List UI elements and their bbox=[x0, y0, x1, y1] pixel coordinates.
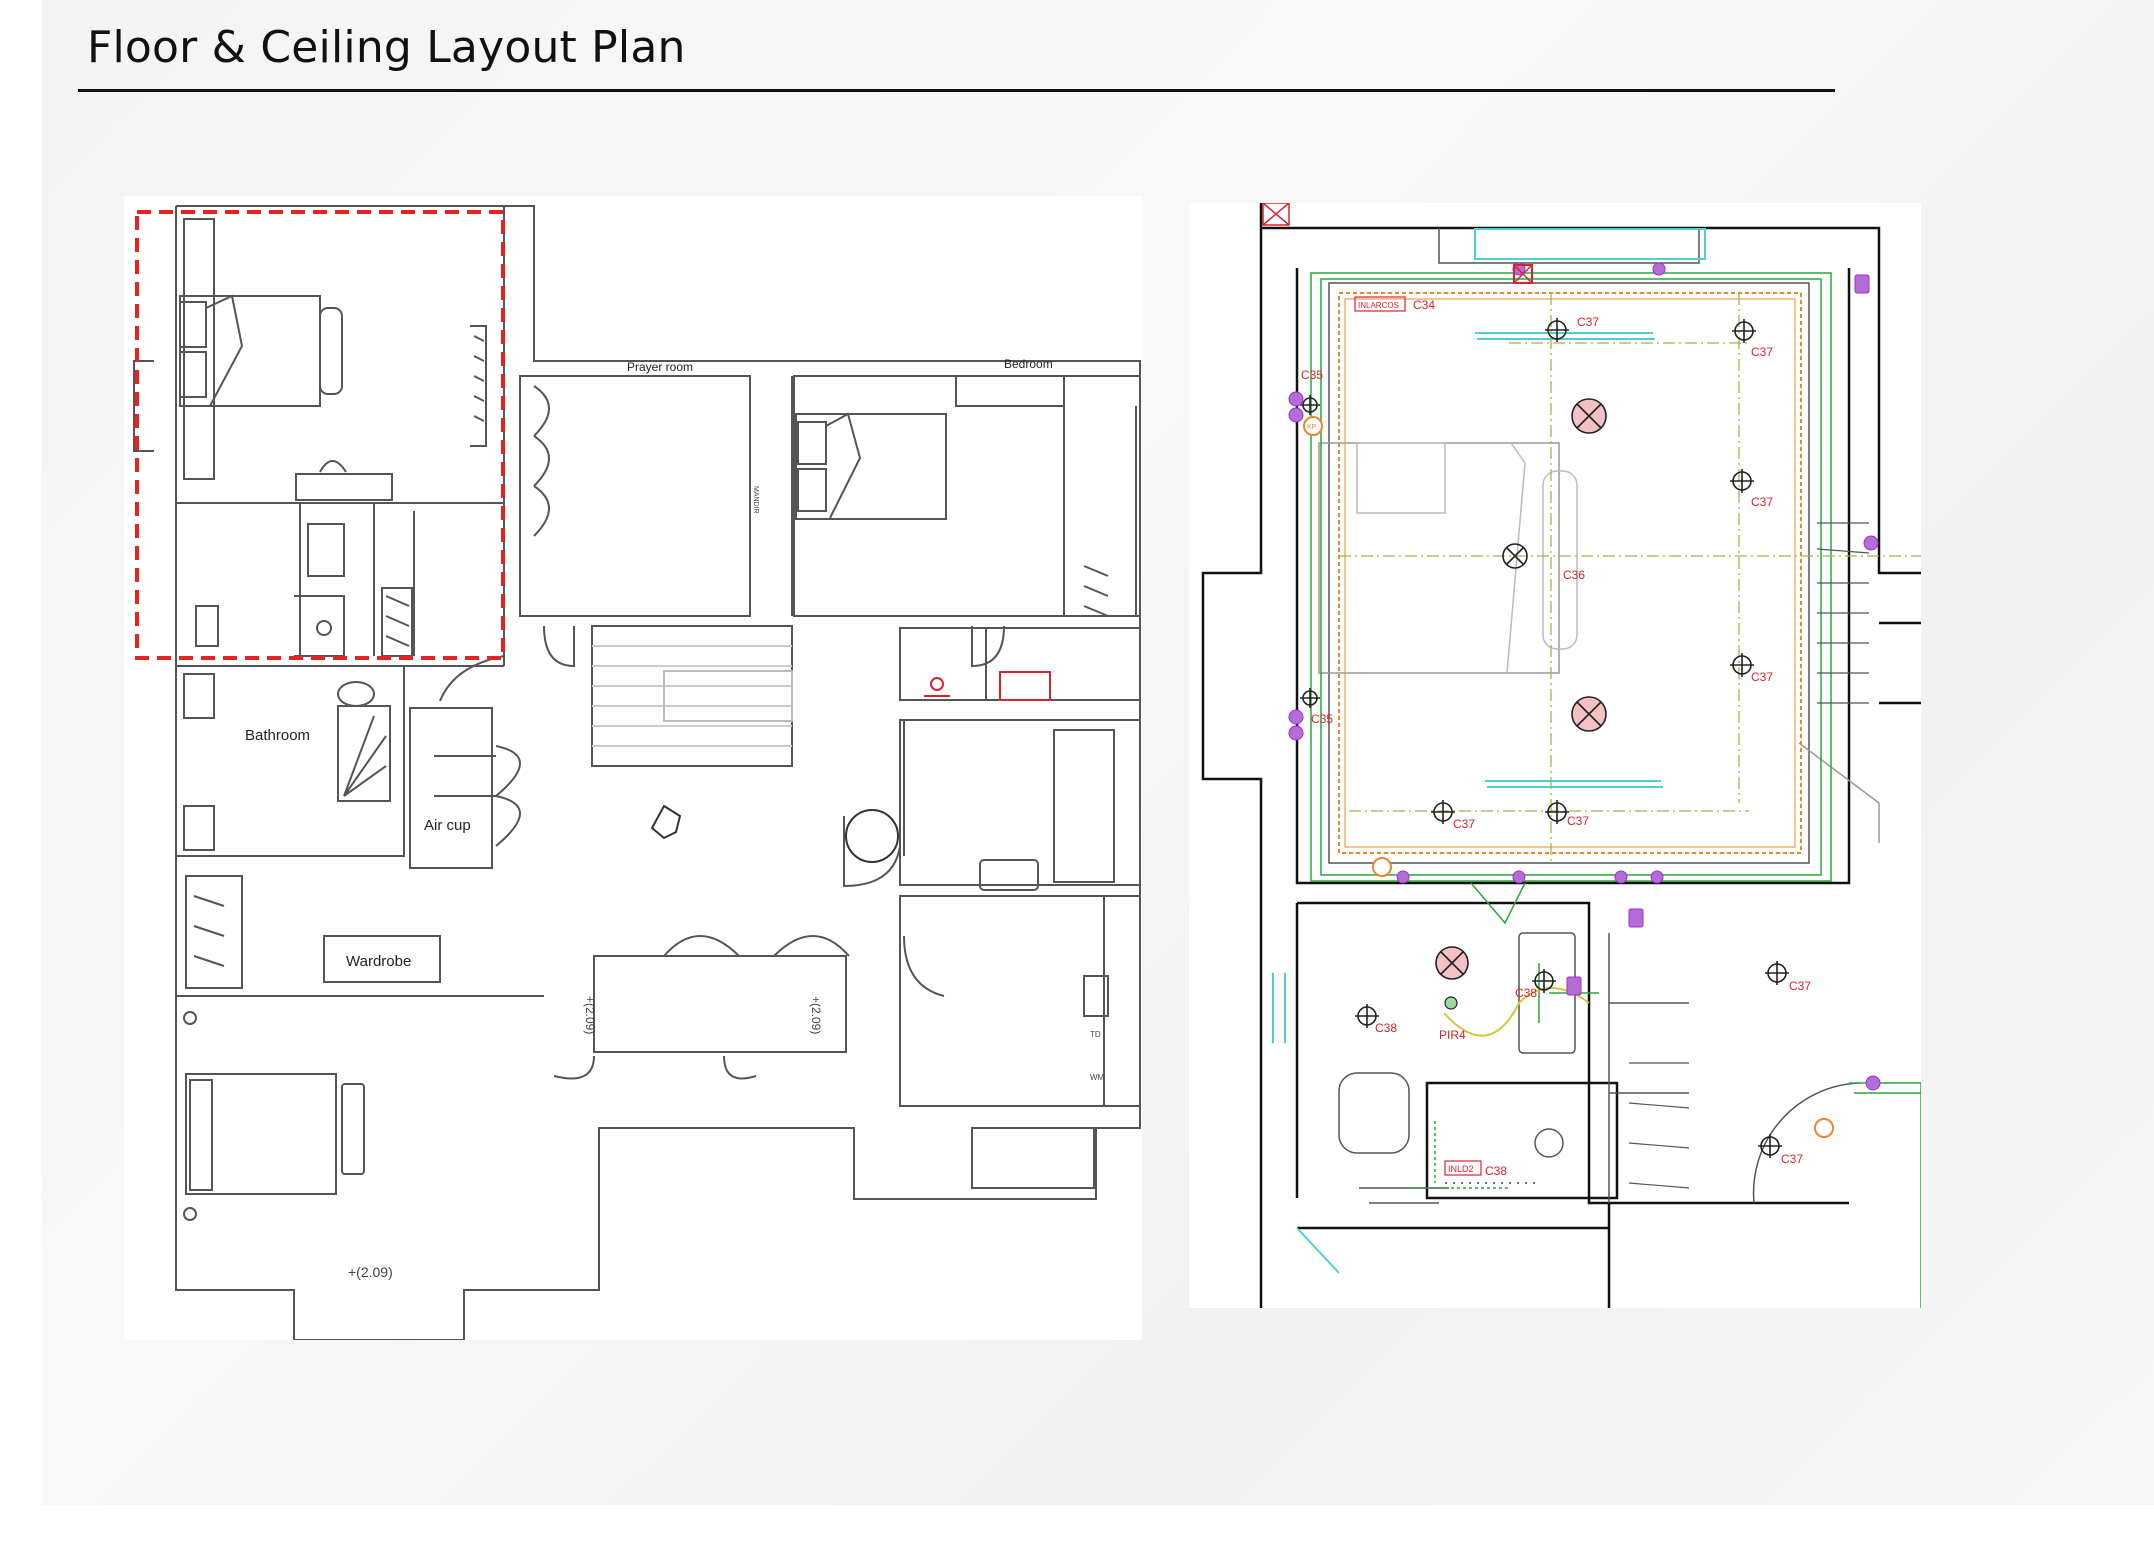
label-c37-f: C37 bbox=[1567, 814, 1589, 828]
label-c37-d: C37 bbox=[1751, 670, 1773, 684]
label-level-bottom: +(2.09) bbox=[348, 1264, 393, 1280]
label-c38-b: C38 bbox=[1515, 986, 1537, 1000]
label-pir4: PIR4 bbox=[1439, 1028, 1466, 1042]
label-c36: C36 bbox=[1563, 568, 1585, 582]
label-c37-b: C37 bbox=[1751, 345, 1773, 359]
label-wardrobe: Wardrobe bbox=[346, 953, 411, 970]
floor-plan-panel: Prayer room Bedroom Bathroom Air cup War… bbox=[124, 196, 1142, 1340]
label-inld2: INLD2 bbox=[1448, 1164, 1474, 1174]
label-c37-h: C37 bbox=[1781, 1152, 1803, 1166]
title-rule bbox=[78, 89, 1835, 92]
ceiling-plan-drawing: KP INLARCOS C34 C35 C35 C36 C37 C37 C37 … bbox=[1201, 203, 1921, 1308]
label-wm: WM bbox=[1090, 1073, 1105, 1082]
label-air-cup: Air cup bbox=[424, 817, 471, 834]
label-inlarcos: INLARCOS bbox=[1358, 301, 1399, 310]
ceiling-plan-panel: KP INLARCOS C34 C35 C35 C36 C37 C37 C37 … bbox=[1189, 203, 1921, 1308]
floor-plan-drawing: Prayer room Bedroom Bathroom Air cup War… bbox=[133, 205, 1141, 1340]
label-c37-c: C37 bbox=[1751, 495, 1773, 509]
label-c35-top: C35 bbox=[1301, 368, 1323, 382]
label-kp: KP bbox=[1307, 424, 1317, 431]
label-level-left: +(2.09) bbox=[583, 996, 597, 1034]
label-c37-g: C37 bbox=[1789, 979, 1811, 993]
label-c38-a: C38 bbox=[1375, 1021, 1397, 1035]
label-bedroom: Bedroom bbox=[1004, 357, 1053, 371]
page-title: Floor & Ceiling Layout Plan bbox=[87, 22, 686, 73]
label-td: TD bbox=[1090, 1030, 1101, 1039]
label-mandir: MANDIR bbox=[752, 486, 759, 514]
label-c37-a: C37 bbox=[1577, 315, 1599, 329]
label-level-right: +(2.09) bbox=[809, 996, 823, 1034]
label-c38-c: C38 bbox=[1485, 1164, 1507, 1178]
label-prayer-room: Prayer room bbox=[627, 360, 693, 374]
label-c34: C34 bbox=[1413, 298, 1435, 312]
label-c35-bottom: C35 bbox=[1311, 712, 1333, 726]
pir-sensor-icon bbox=[1444, 996, 1458, 1010]
label-bathroom: Bathroom bbox=[245, 727, 310, 744]
label-c37-e: C37 bbox=[1453, 817, 1475, 831]
